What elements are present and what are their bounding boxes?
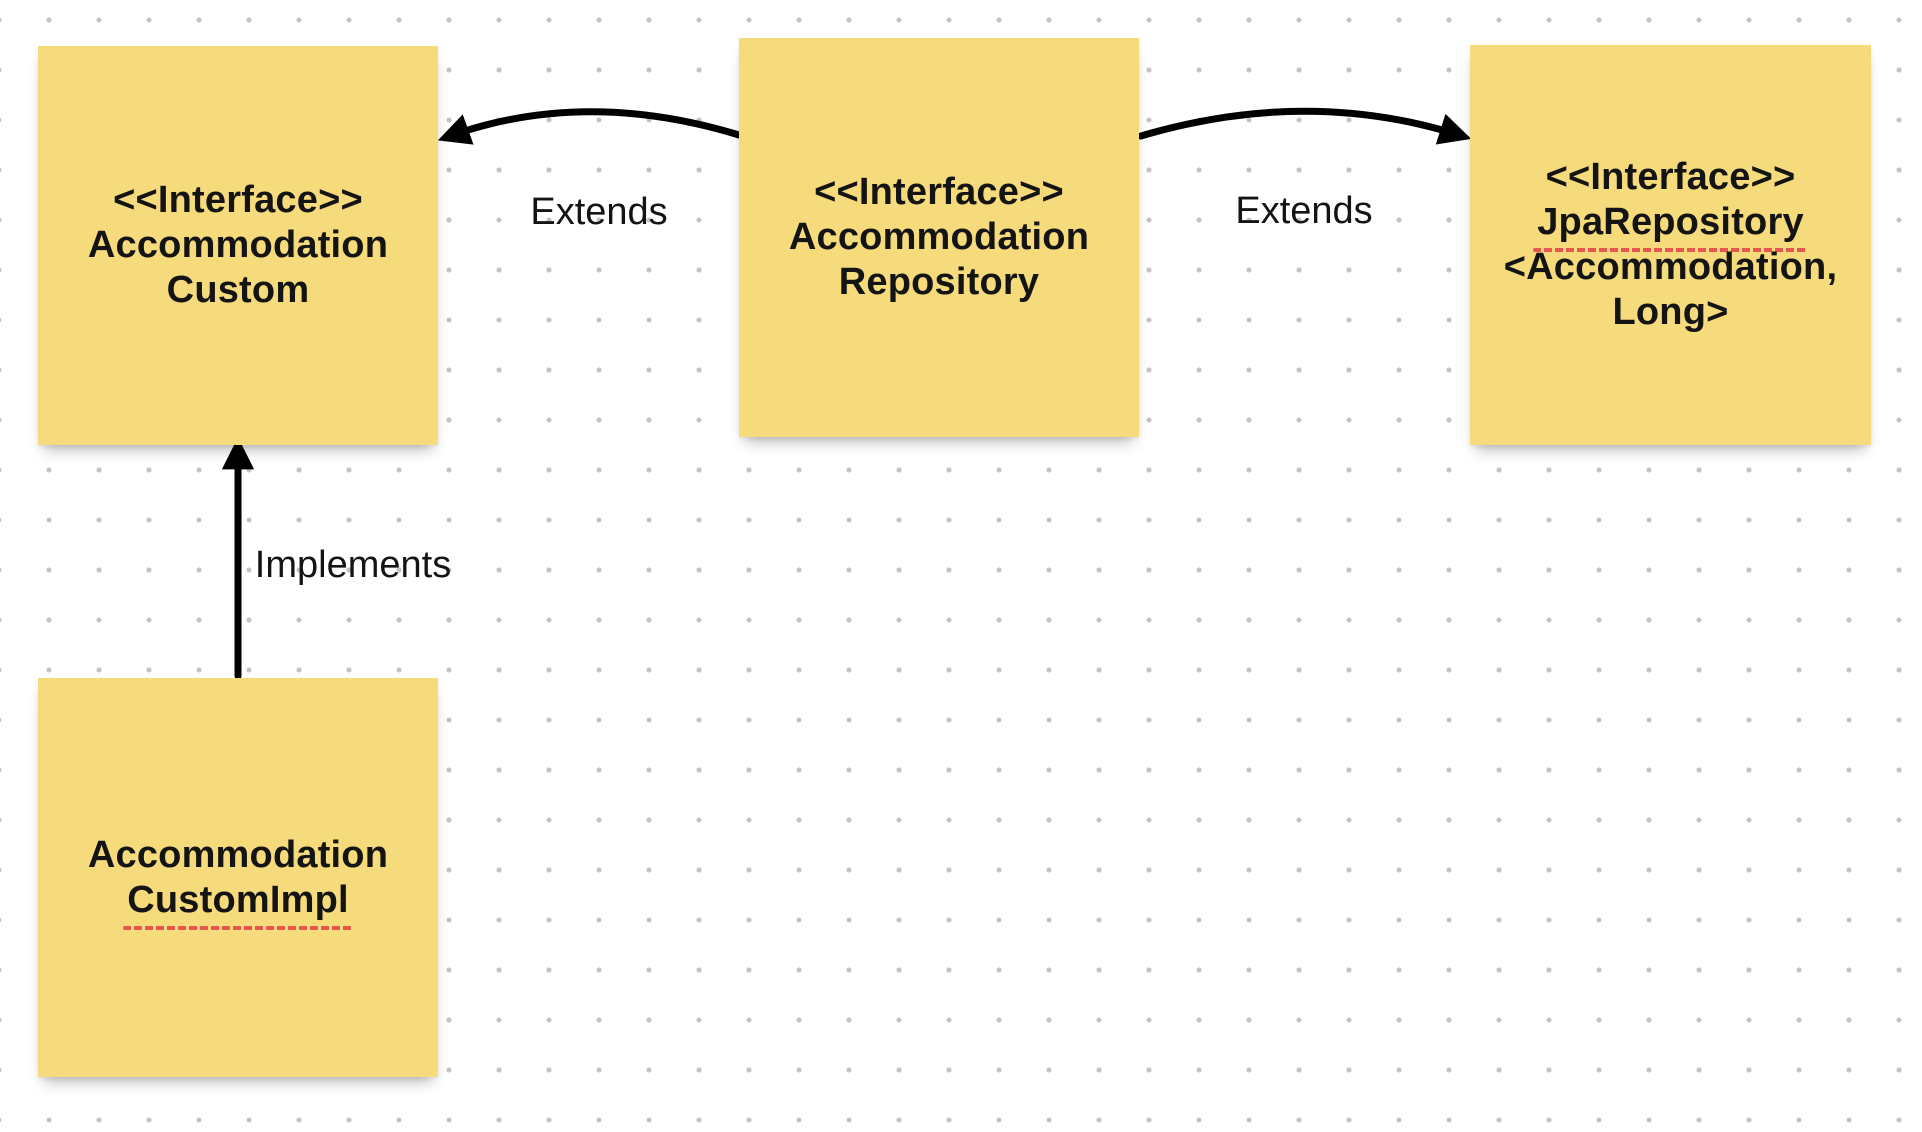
sticky-note-accommodation-custom-impl[interactable]: Accommodation CustomImpl xyxy=(38,678,438,1077)
sticky-note-jpa-repository[interactable]: <<Interface>> JpaRepository <Accommodati… xyxy=(1470,45,1871,445)
note-text: <<Interface>> JpaRepository <Accommodati… xyxy=(1470,155,1871,335)
sticky-note-accommodation-repository[interactable]: <<Interface>> Accommodation Repository xyxy=(739,38,1139,437)
note-line: Accommodation xyxy=(87,224,389,266)
extends-right-label[interactable]: Extends xyxy=(1235,190,1373,232)
note-line: <<Interface>> xyxy=(113,179,363,221)
note-line: <<Interface>> xyxy=(1545,156,1796,198)
implements-label[interactable]: Implements xyxy=(254,544,452,586)
note-line: <Accommodation, xyxy=(1503,246,1838,288)
note-line: Accommodation xyxy=(87,833,389,876)
note-text: <<Interface>> Accommodation Repository xyxy=(739,170,1139,305)
note-line: Long> xyxy=(1612,291,1729,333)
extends-left-label[interactable]: Extends xyxy=(530,191,668,233)
extends-left-arrow[interactable] xyxy=(437,108,743,145)
extends-right-arrow[interactable] xyxy=(1137,107,1472,145)
note-line: Custom xyxy=(166,269,310,311)
note-text: <<Interface>> Accommodation Custom xyxy=(38,178,438,313)
spellcheck-underline: JpaRepository xyxy=(1533,201,1808,252)
note-text: Accommodation CustomImpl xyxy=(38,833,438,930)
note-line: <<Interface>> xyxy=(814,171,1064,213)
note-line: Repository xyxy=(838,261,1040,303)
spellcheck-underline: CustomImpl xyxy=(123,878,353,930)
note-line: CustomImpl xyxy=(38,878,438,930)
note-line: Accommodation xyxy=(788,216,1090,258)
note-line: JpaRepository xyxy=(1470,200,1871,252)
sticky-note-accommodation-custom[interactable]: <<Interface>> Accommodation Custom xyxy=(38,46,438,445)
